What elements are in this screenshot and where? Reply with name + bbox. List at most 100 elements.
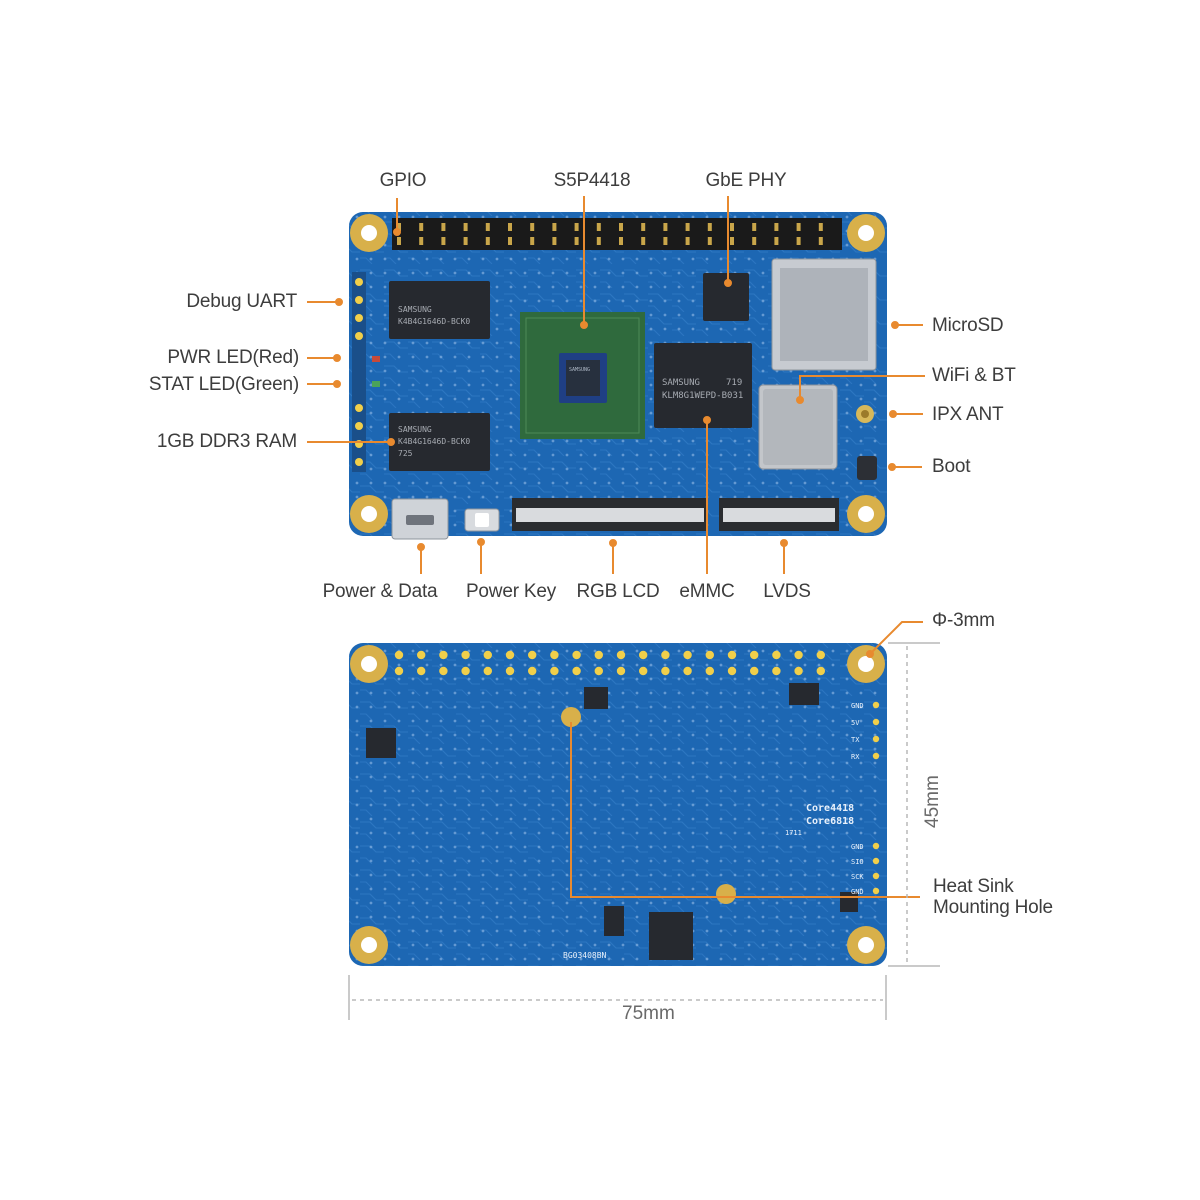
gpio-pad — [505, 666, 515, 676]
gpio-pad — [816, 666, 825, 676]
label-gpio: GPIO — [379, 170, 427, 191]
label-soc: S5P4418 — [553, 170, 631, 191]
header-pad — [872, 842, 880, 850]
label-boot: Boot — [932, 456, 971, 477]
gpio-pad — [616, 650, 626, 660]
svg-text:KLM8G1WEPD-B031: KLM8G1WEPD-B031 — [662, 391, 743, 401]
gpio-pin — [685, 237, 690, 245]
lvds-connector — [719, 498, 839, 531]
header-pad — [872, 718, 880, 726]
silk-core2: Core6818 — [806, 816, 854, 827]
mounting-hole — [847, 495, 885, 533]
gpio-pin — [818, 223, 823, 231]
gbe-phy-chip — [703, 273, 749, 321]
rgb-lcd-connector — [512, 498, 708, 531]
label-ram: 1GB DDR3 RAM — [156, 431, 297, 452]
gpio-pin — [707, 223, 712, 231]
ram-chip-top: SAMSUNG K4B4G1646D-BCK0 — [389, 281, 490, 339]
gpio-pin — [552, 223, 557, 231]
mounting-hole — [350, 926, 388, 964]
gpio-pad — [572, 650, 581, 660]
svg-text:719: 719 — [726, 378, 742, 388]
gpio-pad — [483, 666, 492, 676]
gpio-pad — [394, 650, 404, 660]
gpio-pin — [752, 237, 757, 245]
gpio-pad — [594, 650, 603, 660]
pin-silk-label: SCK — [851, 873, 864, 881]
gpio-pad — [483, 650, 492, 660]
gpio-header — [392, 218, 842, 250]
label-lvds: LVDS — [763, 581, 811, 602]
gpio-pin — [530, 237, 535, 245]
heat-sink-hole — [716, 884, 736, 904]
gpio-pad — [683, 650, 692, 660]
gpio-pin — [397, 223, 401, 231]
gpio-pin — [574, 237, 579, 245]
gpio-pad — [705, 650, 714, 660]
gpio-pin — [552, 237, 557, 245]
gpio-pin — [685, 223, 690, 231]
mounting-hole — [350, 495, 388, 533]
mounting-hole — [847, 645, 885, 683]
gpio-pad — [683, 666, 692, 676]
gpio-pin — [796, 223, 801, 231]
gpio-pad — [550, 650, 559, 660]
gpio-pin — [596, 223, 601, 231]
gpio-pad — [661, 666, 670, 676]
bottom-ic — [366, 728, 396, 758]
gpio-pin — [752, 223, 757, 231]
pin-silk-label: TX — [851, 736, 860, 744]
gpio-pin — [530, 223, 535, 231]
gpio-pin — [707, 237, 712, 245]
microsd-slot — [771, 258, 877, 371]
ram-chip-bottom: SAMSUNG K4B4G1646D-BCK0 725 — [389, 413, 490, 471]
gpio-pin — [397, 237, 401, 245]
gpio-pad — [727, 666, 737, 676]
pin-silk-label: GND — [851, 888, 864, 896]
gpio-pads — [394, 650, 825, 676]
header-pad — [872, 735, 880, 743]
gpio-pin — [774, 237, 779, 245]
mounting-hole — [847, 926, 885, 964]
gpio-pin — [818, 237, 823, 245]
top-leader-lines — [307, 196, 925, 574]
bottom-ic — [789, 683, 819, 705]
gpio-pad — [439, 650, 448, 660]
gpio-pin — [596, 237, 601, 245]
label-heat-sink-2: Mounting Hole — [933, 897, 1053, 918]
label-pwr-led: PWR LED(Red) — [167, 347, 299, 368]
gpio-pin — [485, 223, 490, 231]
gpio-pin — [619, 223, 623, 231]
gpio-pin — [663, 223, 668, 231]
svg-text:725: 725 — [398, 449, 413, 458]
micro-usb-port — [391, 498, 449, 540]
gpio-pin — [419, 223, 424, 231]
label-debug-uart: Debug UART — [186, 291, 297, 312]
gpio-pad — [417, 650, 426, 660]
gpio-pin — [463, 237, 468, 245]
gpio-pin — [441, 223, 446, 231]
label-height: 45mm — [922, 775, 943, 828]
pwr-led — [372, 356, 380, 362]
gpio-pad — [550, 666, 559, 676]
soc-chip: SAMSUNG — [520, 312, 645, 439]
label-heat-sink-1: Heat Sink — [933, 876, 1014, 897]
gpio-pin — [419, 237, 424, 245]
label-power-data: Power & Data — [322, 581, 438, 602]
bottom-ic — [604, 906, 624, 936]
dimension-lines — [348, 642, 940, 1020]
gpio-pad — [639, 666, 648, 676]
gpio-pad — [439, 666, 448, 676]
svg-text:SAMSUNG: SAMSUNG — [569, 367, 590, 373]
header-pad — [872, 887, 880, 895]
gpio-pad — [417, 666, 426, 676]
pin-silk-label: SIO — [851, 858, 864, 866]
gpio-pin — [441, 237, 446, 245]
gpio-pad — [461, 650, 470, 660]
mounting-hole — [350, 645, 388, 683]
svg-text:K4B4G1646D-BCK0: K4B4G1646D-BCK0 — [398, 317, 470, 326]
svg-text:SAMSUNG: SAMSUNG — [398, 425, 432, 434]
gpio-pin — [730, 237, 734, 245]
svg-text:K4B4G1646D-BCK0: K4B4G1646D-BCK0 — [398, 437, 470, 446]
